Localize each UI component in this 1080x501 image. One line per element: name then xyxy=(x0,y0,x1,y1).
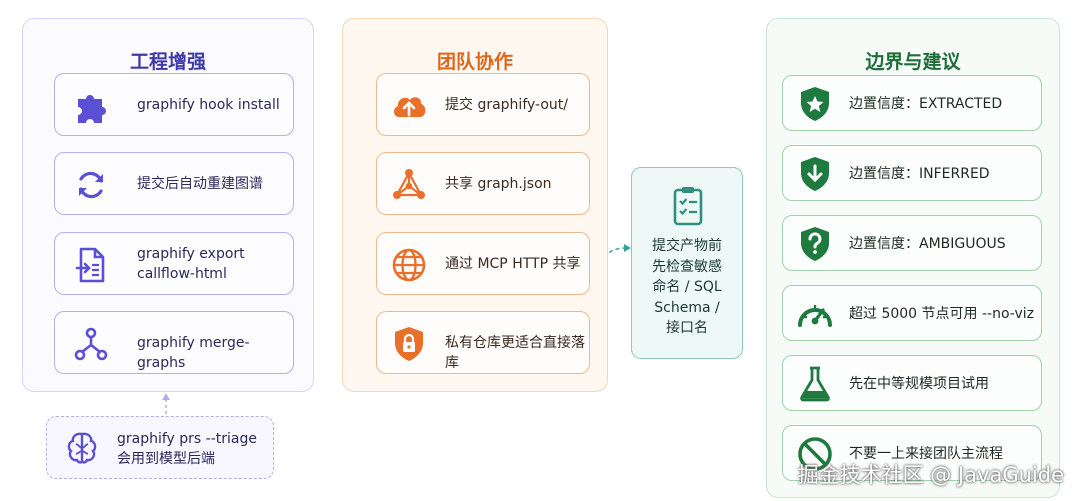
watermark: 掘金技术社区 @ JavaGuide xyxy=(797,463,1064,487)
card-private-repo-label: 私有仓库更适合直接落库 xyxy=(445,335,585,371)
card-hook-install[interactable]: graphify hook install xyxy=(54,73,294,136)
triage-box[interactable]: graphify prs --triage 会用到模型后端 xyxy=(46,416,274,479)
globe-icon xyxy=(389,245,429,285)
shield-star-icon xyxy=(795,84,835,124)
card-no-main-flow[interactable]: 不要一上来接团队主流程 xyxy=(782,425,1042,481)
merge-icon xyxy=(71,324,111,364)
card-merge-graphs-label: graphify merge-graphs xyxy=(137,335,250,371)
card-export-callflow[interactable]: graphify export callflow-html xyxy=(54,232,294,295)
card-no-viz-label: 超过 5000 节点可用 --no-viz xyxy=(849,306,1034,322)
team-panel-title: 团队协作 xyxy=(436,51,513,73)
shield-question-icon xyxy=(795,224,835,264)
card-private-repo[interactable]: 私有仓库更适合直接落库 xyxy=(376,311,590,374)
card-confidence-ambiguous[interactable]: 边置信度：AMBIGUOUS xyxy=(782,215,1042,271)
engineering-panel-title: 工程增强 xyxy=(129,51,206,73)
sensitive-check-box[interactable]: 提交产物前 先检查敏感 命名 / SQL Schema / 接口名 xyxy=(631,167,743,359)
boundary-panel-title: 边界与建议 xyxy=(865,51,961,73)
card-no-viz[interactable]: 超过 5000 节点可用 --no-viz xyxy=(782,285,1042,341)
card-mcp-http-label: 通过 MCP HTTP 共享 xyxy=(445,256,581,272)
card-share-graph-label: 共享 graph.json xyxy=(445,176,552,192)
no-entry-icon xyxy=(795,434,835,474)
brain-icon xyxy=(63,429,103,469)
export-file-icon xyxy=(71,245,111,285)
triage-arrowhead xyxy=(162,393,170,400)
cloud-upload-icon xyxy=(389,86,429,126)
card-commit-output[interactable]: 提交 graphify-out/ xyxy=(376,73,590,136)
card-hook-install-label: graphify hook install xyxy=(137,97,280,113)
sensitive-check-label: 提交产物前 先检查敏感 命名 / SQL Schema / 接口名 xyxy=(652,238,722,336)
card-medium-trial-label: 先在中等规模项目试用 xyxy=(849,376,989,392)
card-no-main-flow-label: 不要一上来接团队主流程 xyxy=(849,446,1003,462)
share-graph-icon xyxy=(389,165,429,205)
shield-arrow-icon xyxy=(795,154,835,194)
clipboard-check-icon xyxy=(668,184,708,228)
triage-label: graphify prs --triage 会用到模型后端 xyxy=(117,431,257,467)
card-merge-graphs[interactable]: graphify merge-graphs xyxy=(54,311,294,374)
dashed-arrowhead xyxy=(624,244,631,252)
card-confidence-inferred-label: 边置信度：INFERRED xyxy=(849,166,990,182)
card-confidence-extracted[interactable]: 边置信度：EXTRACTED xyxy=(782,75,1042,131)
card-commit-output-label: 提交 graphify-out/ xyxy=(445,97,568,113)
card-confidence-ambiguous-label: 边置信度：AMBIGUOUS xyxy=(849,236,1006,252)
card-auto-rebuild-label: 提交后自动重建图谱 xyxy=(137,176,263,192)
flask-icon xyxy=(795,364,835,404)
card-auto-rebuild[interactable]: 提交后自动重建图谱 xyxy=(54,152,294,215)
card-share-graph[interactable]: 共享 graph.json xyxy=(376,152,590,215)
refresh-icon xyxy=(71,165,111,205)
lock-shield-icon xyxy=(389,324,429,364)
card-confidence-extracted-label: 边置信度：EXTRACTED xyxy=(849,96,1003,112)
card-medium-trial[interactable]: 先在中等规模项目试用 xyxy=(782,355,1042,411)
card-mcp-http[interactable]: 通过 MCP HTTP 共享 xyxy=(376,232,590,295)
card-confidence-inferred[interactable]: 边置信度：INFERRED xyxy=(782,145,1042,201)
gauge-icon xyxy=(795,294,835,334)
puzzle-icon xyxy=(71,86,111,126)
card-export-callflow-label: graphify export callflow-html xyxy=(137,246,245,282)
